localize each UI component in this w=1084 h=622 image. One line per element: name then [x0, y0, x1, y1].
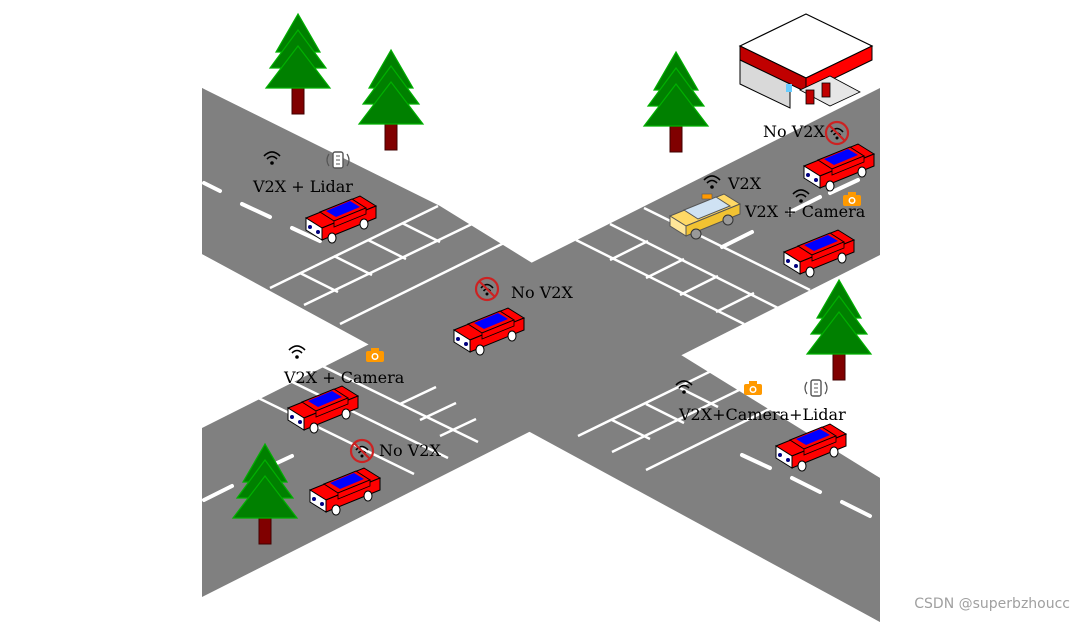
label-ne-car: V2X + Camera: [744, 202, 866, 221]
tree-se: [806, 279, 872, 381]
label-taxi: V2X: [727, 174, 762, 193]
camera-icon: [744, 381, 762, 395]
watermark: CSDN @superbzhoucc: [914, 596, 1070, 612]
road-nw-se-fill: [202, 88, 880, 622]
gas-station: [738, 13, 874, 109]
lidar-icon: [804, 379, 828, 397]
label-ne-car-top: No V2X: [763, 122, 825, 141]
crosswalks: [245, 204, 813, 476]
label-center-car: No V2X: [511, 283, 573, 302]
tree-ne: [643, 51, 709, 153]
label-sw-car-2: No V2X: [379, 441, 441, 460]
tree-nw-1: [265, 13, 331, 115]
wifi-icon: [288, 345, 306, 360]
tree-nw-2: [358, 49, 424, 151]
label-se-car: V2X+Camera+Lidar: [678, 405, 846, 424]
label-nw-car: V2X + Lidar: [252, 177, 353, 196]
label-sw-car: V2X + Camera: [283, 368, 405, 387]
